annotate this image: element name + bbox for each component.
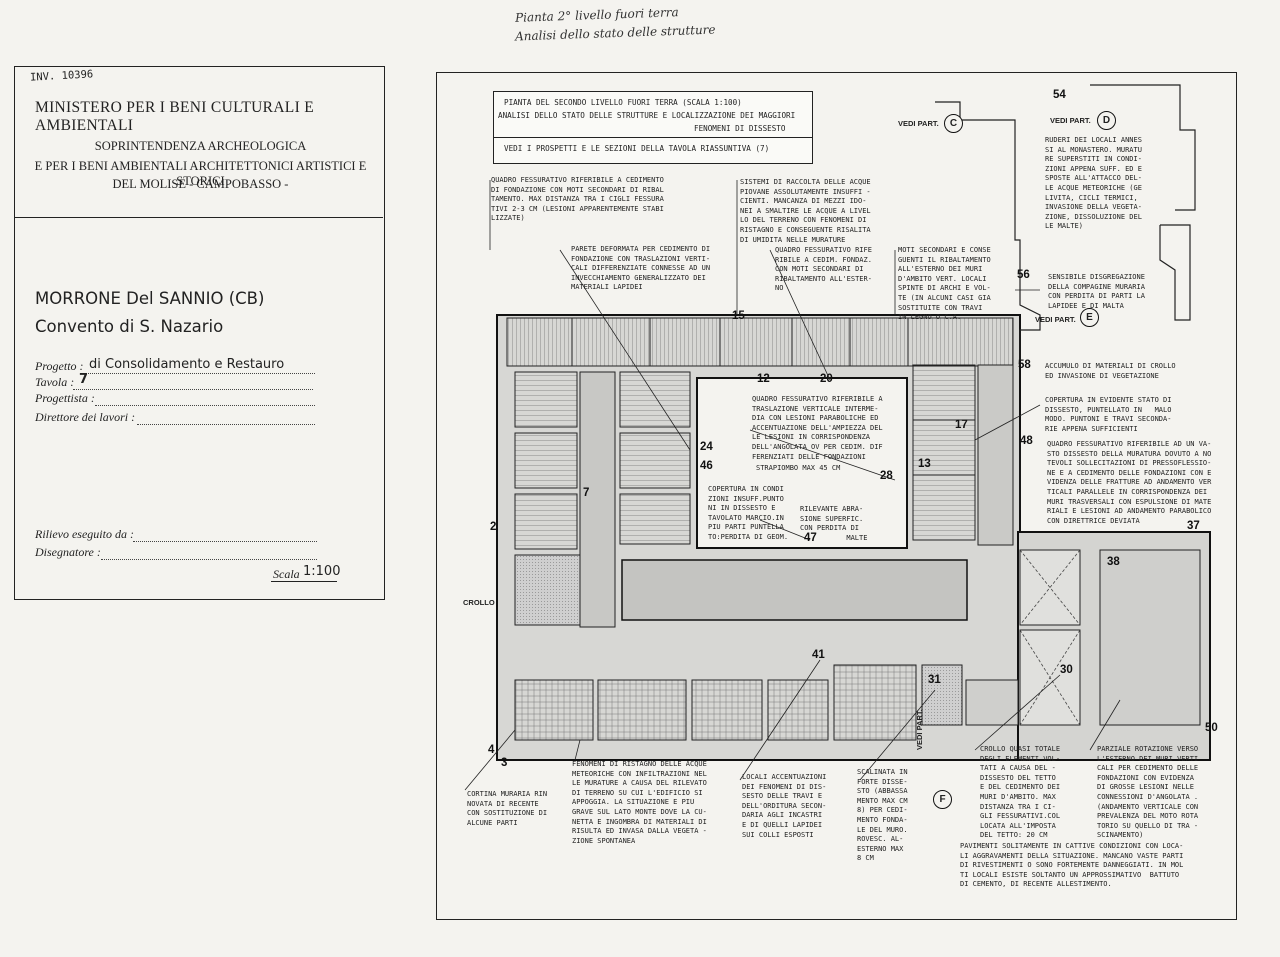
legend-box: PIANTA DEL SECONDO LIVELLO FUORI TERRA (… (493, 91, 813, 164)
legend-line-4: VEDI I PROSPETTI E LE SEZIONI DELLA TAVO… (504, 144, 770, 153)
building-name: Convento di S. Nazario (35, 317, 224, 336)
ref-number-58: 58 (1018, 359, 1031, 371)
note-deformed-wall: PARETE DEFORMATA PER CEDIMENTO DI FONDAZ… (571, 245, 711, 292)
soprintendenza-line-2: E PER I BENI AMBIENTALI ARCHITETTONICI A… (34, 159, 367, 188)
note-renewed-masonry: CORTINA MURARIA RIN NOVATA DI RECENTE CO… (467, 790, 548, 827)
ref-number-38: 38 (1107, 556, 1120, 568)
ref-number-12: 12 (757, 373, 770, 385)
ref-number-37: 37 (1187, 520, 1200, 532)
project-label: Progetto : (35, 359, 84, 373)
ministry-title: MINISTERO PER I BENI CULTURALI E AMBIENT… (35, 99, 314, 134)
south-wing-rooms (514, 664, 1019, 741)
note-foundation-settlement: QUADRO FESSURATIVO RIFERIBILE A CEDIMENT… (491, 176, 664, 223)
progettista-label: Progettista : (35, 391, 95, 405)
ref-number-7: 7 (583, 487, 590, 499)
detail-ref-e-label: VEDI PART. (1035, 315, 1076, 324)
detail-ref-c-marker: C (944, 114, 963, 133)
tavola-label: Tavola : (35, 375, 75, 389)
soprintendenza-line-1: SOPRINTENDENZA ARCHEOLOGICA (94, 139, 307, 153)
detail-ref-d-label: VEDI PART. (1050, 116, 1091, 125)
legend-divider (494, 137, 812, 138)
tavola-value: 7 (79, 372, 89, 387)
note-rainwater-systems: SISTEMI DI RACCOLTA DELLE ACQUE PIOVANE … (740, 178, 871, 244)
ref-number-13: 13 (918, 458, 931, 470)
project-line (85, 373, 315, 374)
ref-number-41: 41 (812, 649, 825, 661)
drawing-frame (436, 72, 1237, 920)
direttore-label: Direttore dei lavori : (35, 410, 136, 424)
note-roof-conditions: COPERTURA IN CONDI ZIONI INSUFF.PUNTO NI… (708, 485, 789, 541)
note-roof-distress: COPERTURA IN EVIDENTE STATO DI DISSESTO,… (1045, 396, 1172, 433)
west-wing-rooms (514, 371, 691, 628)
note-surface-abrasion: RILEVANTE ABRA- SIONE SUPERFIC. CON PERD… (800, 505, 868, 542)
direttore-line (137, 424, 315, 425)
ref-number-24: 24 (700, 441, 713, 453)
corridor (621, 559, 968, 621)
note-staircase-distress: SCALINATA IN FORTE DISSE- STO (ABBASSA M… (857, 768, 908, 863)
ref-number-46: 46 (700, 460, 713, 472)
note-secondary-motions: MOTI SECONDARI E CONSE GUENTI IL RIBALTA… (898, 246, 991, 322)
project-value: di Consolidamento e Restauro (89, 357, 285, 372)
note-water-stagnation: FENOMENI DI RISTAGNO DELLE ACQUE METEORI… (572, 760, 707, 845)
ref-number-17: 17 (955, 419, 968, 431)
note-vault-collapse: CROLLO QUASI TOTALE DEGLI ELEMENTI VOL- … (980, 745, 1061, 840)
note-floors-condition: PAVIMENTI SOLITAMENTE IN CATTIVE CONDIZI… (960, 842, 1184, 889)
ref-number-30: 30 (1060, 664, 1073, 676)
detail-ref-d-marker: D (1097, 111, 1116, 130)
note-collapse-materials: ACCUMULO DI MATERIALI DI CROLLO ED INVAS… (1045, 362, 1176, 380)
note-masonry-disintegration: SENSIBILE DISGREGAZIONE DELLA COMPAGINE … (1048, 273, 1145, 310)
note-beam-distress: LOCALI ACCENTUAZIONI DEI FENOMENI DI DIS… (742, 773, 827, 839)
note-vast-masonry-distress: QUADRO FESSURATIVO RIFERIBILE AD UN VA- … (1047, 440, 1212, 525)
leader-lines (464, 180, 1121, 791)
place-name: MORRONE Del SANNIO (CB) (35, 289, 265, 308)
scala-label: Scala (273, 567, 300, 581)
ref-number-50: 50 (1205, 722, 1218, 734)
ruins-outline (935, 84, 1196, 365)
east-annex-rooms (1019, 549, 1201, 726)
note-annex-ruins: RUDERI DEI LOCALI ANNES SI AL MONASTERO.… (1045, 136, 1142, 231)
tavola-line (73, 389, 313, 390)
ref-number-3: 3 (501, 757, 508, 769)
scala-line (271, 581, 337, 582)
ref-number-28: 28 (880, 470, 893, 482)
scala-value: 1:100 (303, 564, 341, 579)
detail-ref-f-marker: F (933, 790, 952, 809)
ref-number-20: 20 (820, 373, 833, 385)
progettista-line (95, 405, 315, 406)
disegnatore-label: Disegnatore : (35, 545, 101, 559)
note-wall-rotation: PARZIALE ROTAZIONE VERSO L'ESTERNO DEI M… (1097, 745, 1199, 840)
ref-number-2: 2 (490, 521, 497, 533)
legend-line-3: FENOMENI DI DISSESTO (694, 124, 786, 133)
note-vertical-translation: QUADRO FESSURATIVO RIFERIBILE A TRASLAZI… (752, 395, 883, 461)
title-block: MINISTERO PER I BENI CULTURALI E AMBIENT… (14, 66, 385, 600)
rilievo-label: Rilievo eseguito da : (35, 527, 134, 541)
east-wing-rooms (912, 364, 1014, 546)
ref-number-31: 31 (928, 674, 941, 686)
north-wing-rooms (506, 317, 1014, 367)
note-out-of-plumb: STRAPIOMBO MAX 45 CM (756, 464, 841, 472)
rilievo-line (133, 541, 317, 542)
cloister-courtyard (696, 377, 908, 549)
collapse-label: CROLLO (463, 598, 495, 607)
detail-ref-f-label: VEDI PART. (915, 709, 924, 750)
legend-line-1: PIANTA DEL SECONDO LIVELLO FUORI TERRA (… (504, 98, 742, 107)
ref-number-56: 56 (1017, 269, 1030, 281)
note-crack-pattern-foundation: QUADRO FESSURATIVO RIFE RIBILE A CEDIM. … (775, 246, 872, 293)
legend-line-2: ANALISI DELLO STATO DELLE STRUTTURE E LO… (498, 111, 796, 120)
ref-number-54: 54 (1053, 89, 1066, 101)
detail-ref-e-marker: E (1080, 308, 1099, 327)
soprintendenza-line-3: DEL MOLISE - CAMPOBASSO - (112, 177, 289, 191)
ref-number-4: 4 (488, 744, 495, 756)
detail-ref-c-label: VEDI PART. (898, 119, 939, 128)
ref-number-48: 48 (1020, 435, 1033, 447)
ref-number-15: 15 (732, 310, 745, 322)
disegnatore-line (101, 559, 317, 560)
title-separator (15, 217, 383, 218)
ref-number-47: 47 (804, 532, 817, 544)
